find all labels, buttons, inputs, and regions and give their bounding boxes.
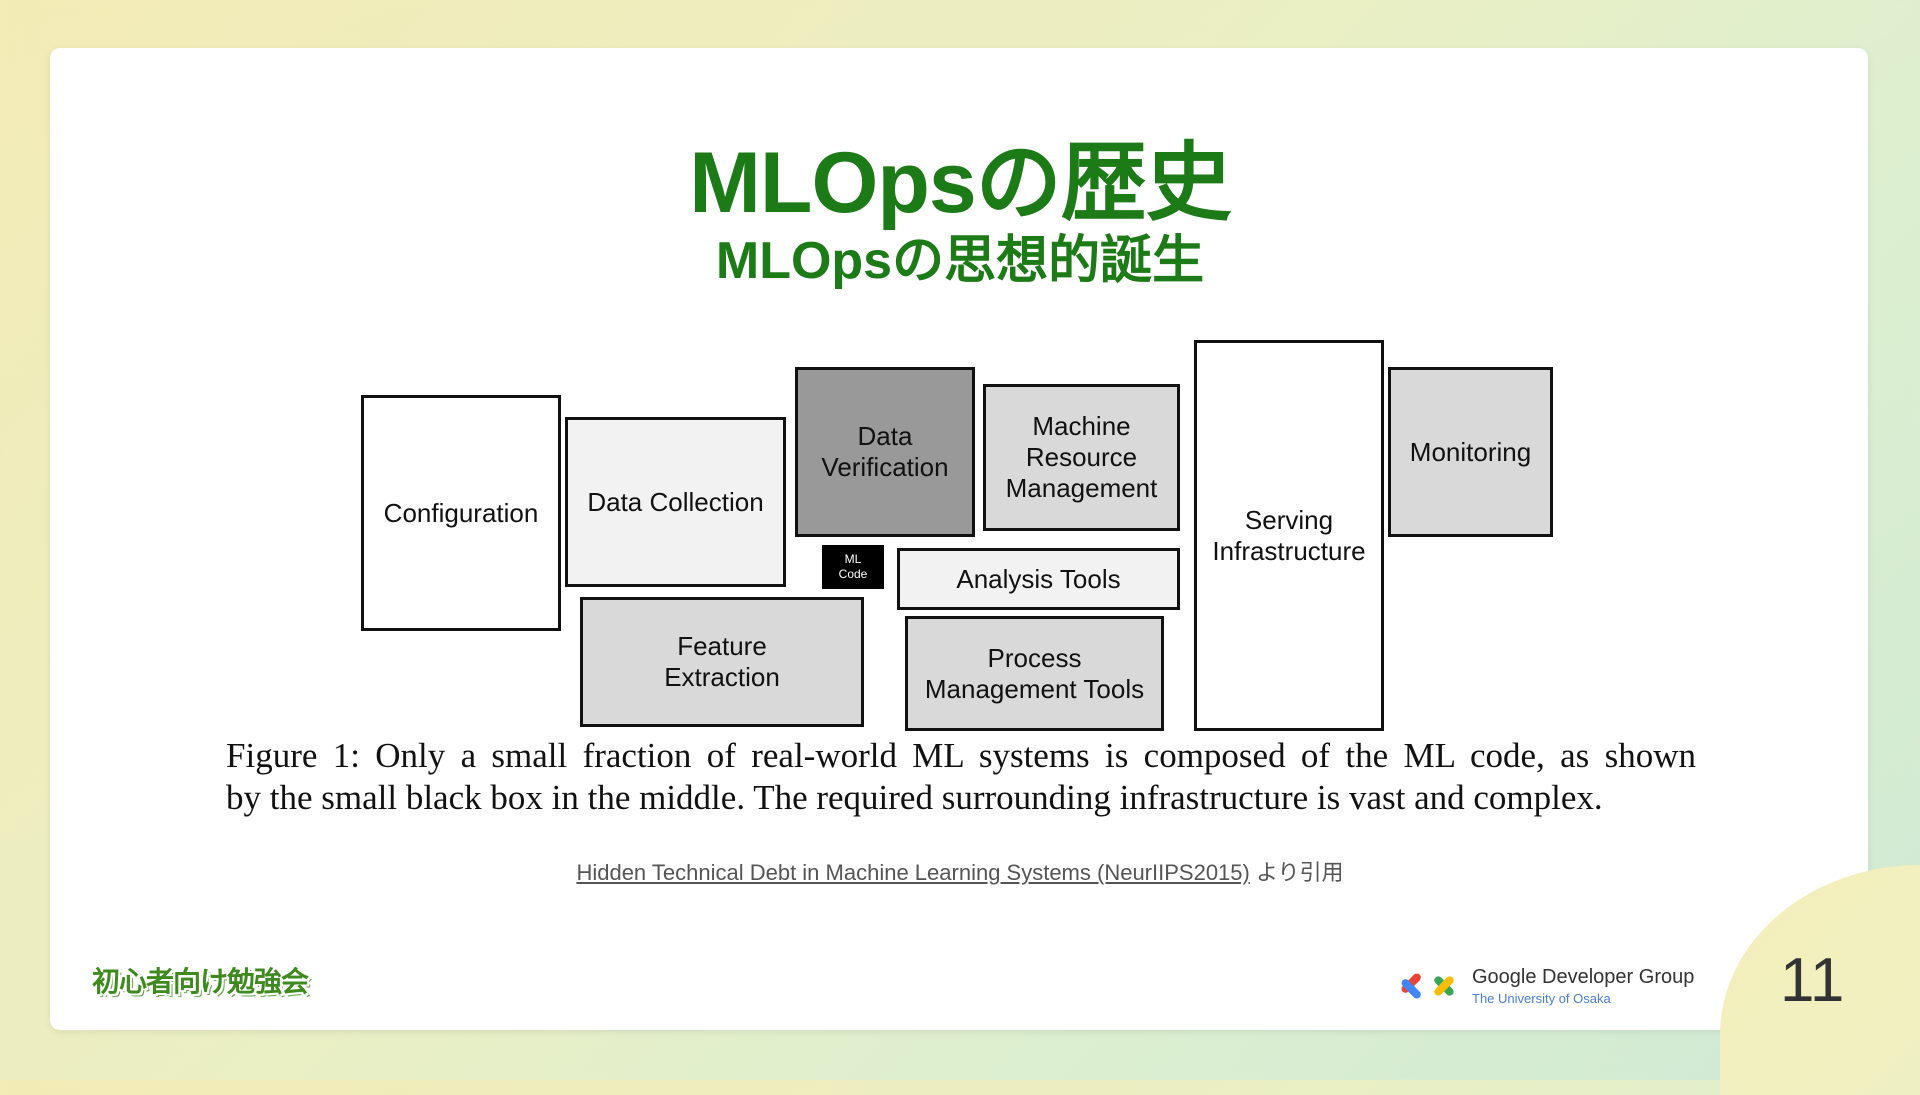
gdg-chapter: The University of Osaka — [1472, 991, 1611, 1006]
box-machine-resource-management: Machine Resource Management — [983, 384, 1180, 531]
slide-subtitle: MLOpsの思想的誕生 — [715, 232, 1205, 290]
box-configuration: Configuration — [361, 395, 561, 631]
caption-line-1: Figure 1: Only a small fraction of real-… — [226, 736, 1696, 775]
gdg-brackets-icon — [1401, 973, 1454, 999]
slide-title: MLOpsの歴史 — [689, 135, 1231, 231]
gdg-name: Google Developer Group — [1472, 966, 1695, 988]
page-number: 11 — [1780, 946, 1845, 1015]
study-group-logo: 初心者向け勉強会 — [92, 966, 309, 997]
box-serving-infrastructure: Serving Infrastructure — [1194, 340, 1384, 731]
gdg-logo: Google Developer Group The University of… — [1400, 966, 1694, 1006]
box-analysis-tools: Analysis Tools — [897, 548, 1180, 610]
box-monitoring: Monitoring — [1388, 367, 1553, 537]
source-link[interactable]: Hidden Technical Debt in Machine Learnin… — [576, 860, 1250, 885]
source-citation: Hidden Technical Debt in Machine Learnin… — [0, 855, 1920, 887]
box-data-verification: Data Verification — [795, 367, 975, 537]
caption-line-2: by the small black box in the middle. Th… — [226, 778, 1603, 817]
box-data-collection: Data Collection — [565, 417, 786, 587]
box-process-management-tools: Process Management Tools — [905, 616, 1164, 731]
source-suffix: より引用 — [1249, 860, 1344, 885]
gdg-text: Google Developer Group The University of… — [1472, 966, 1694, 1006]
box-feature-extraction: Feature Extraction — [580, 597, 864, 727]
figure-caption: Figure 1: Only a small fraction of real-… — [226, 735, 1696, 819]
box-ml-code: ML Code — [822, 545, 884, 589]
slide-card — [50, 48, 1868, 1030]
